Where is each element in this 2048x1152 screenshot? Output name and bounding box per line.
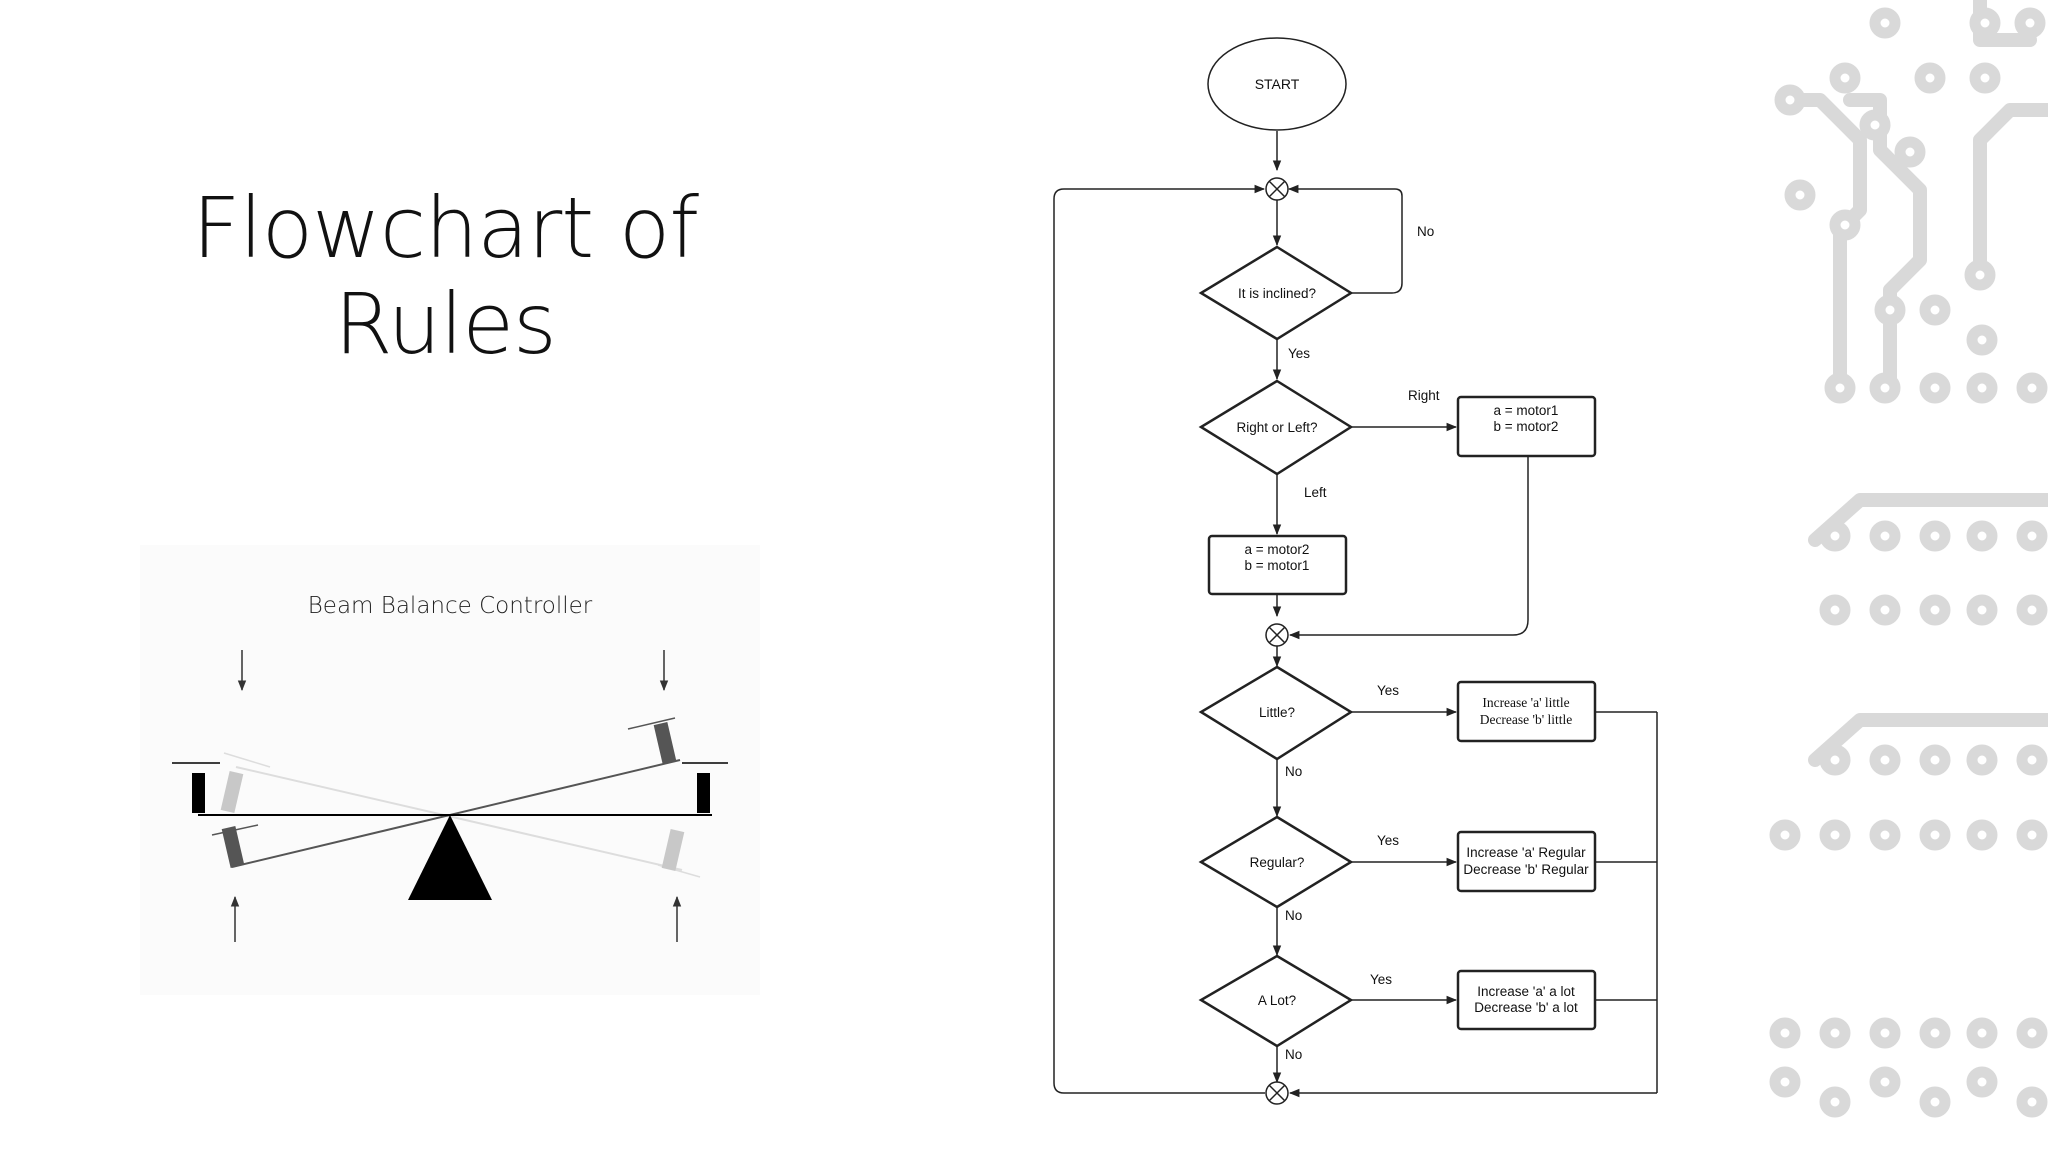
box-assign-right-line1: a = motor1	[1494, 403, 1559, 418]
slide-title-line1: Flowchart of	[192, 179, 699, 277]
weight-level-left	[192, 773, 205, 813]
decision-little-label: Little?	[1259, 705, 1295, 720]
beam-tilted-cap-right	[627, 717, 676, 730]
circuit-decoration	[1769, 0, 2048, 1118]
decision-right-or-left	[1198, 379, 1354, 476]
box-little-line1: Increase 'a' little	[1482, 695, 1569, 710]
weight-tilted-left	[221, 825, 245, 869]
weight-tilted-right	[653, 721, 677, 765]
weight-level-right	[697, 773, 710, 813]
edge-label-inclined-yes: Yes	[1288, 346, 1310, 361]
weight-ghost-left	[220, 770, 244, 814]
decision-a-lot	[1198, 954, 1354, 1048]
flowchart: START It is inclined? Right or Left? Lit…	[1053, 37, 1658, 1105]
edge-label-little-yes: Yes	[1377, 683, 1399, 698]
junction-bottom-cross	[1268, 1084, 1286, 1102]
edge-label-regular-no: No	[1285, 908, 1302, 923]
edge-rightbox-junction	[1288, 457, 1529, 640]
edge-label-little-no: No	[1285, 764, 1302, 779]
box-a-lot-line2: Decrease 'b' a lot	[1474, 1000, 1578, 1015]
decision-a-lot-label: A Lot?	[1258, 993, 1296, 1008]
box-regular-line1: Increase 'a' Regular	[1466, 845, 1586, 860]
decision-regular	[1198, 815, 1354, 909]
beam-balance-figure: Beam Balance Controller	[140, 545, 760, 995]
decision-little	[1198, 665, 1354, 761]
beam-caption: Beam Balance Controller	[307, 593, 593, 619]
edge-label-left: Left	[1304, 485, 1327, 500]
decision-right-or-left-label: Right or Left?	[1236, 420, 1317, 435]
slide-title-line2: Rules	[334, 275, 557, 373]
beam-ghost-cap-left	[223, 752, 271, 768]
edge-label-inclined-no: No	[1417, 224, 1434, 239]
box-regular-line2: Decrease 'b' Regular	[1463, 862, 1589, 877]
edge-label-alot-yes: Yes	[1370, 972, 1392, 987]
box-little-line2: Decrease 'b' little	[1480, 712, 1573, 727]
junctions	[1265, 177, 1289, 1105]
edge-label-regular-yes: Yes	[1377, 833, 1399, 848]
edge-label-right: Right	[1408, 388, 1440, 403]
beam-tilted	[231, 759, 681, 868]
start-node	[1207, 37, 1347, 131]
box-a-lot	[1456, 969, 1597, 1031]
box-assign-left-line1: a = motor2	[1245, 542, 1310, 557]
junction-top-cross	[1268, 180, 1286, 198]
box-assign-right-line2: b = motor2	[1494, 419, 1559, 434]
box-assign-left	[1207, 534, 1348, 596]
box-assign-left-line2: b = motor1	[1245, 558, 1310, 573]
edge-feedback-loop	[1053, 184, 1266, 1094]
weight-ghost-right	[661, 828, 685, 872]
decision-inclined-label: It is inclined?	[1238, 286, 1316, 301]
junction-middle-cross	[1268, 626, 1286, 644]
box-regular	[1456, 830, 1597, 893]
decision-regular-label: Regular?	[1250, 855, 1305, 870]
box-a-lot-line1: Increase 'a' a lot	[1477, 984, 1575, 999]
edge-label-alot-no: No	[1285, 1047, 1302, 1062]
box-assign-right	[1456, 395, 1597, 458]
box-little	[1456, 680, 1597, 743]
edge-inclined-no-loop	[1287, 184, 1403, 294]
beam-balance-drawing	[172, 650, 728, 942]
fulcrum-triangle	[408, 815, 492, 900]
decision-inclined	[1198, 245, 1354, 341]
beam-ghost	[235, 766, 683, 871]
slide-title: Flowchart of Rules	[140, 180, 750, 372]
start-label: START	[1255, 76, 1300, 92]
